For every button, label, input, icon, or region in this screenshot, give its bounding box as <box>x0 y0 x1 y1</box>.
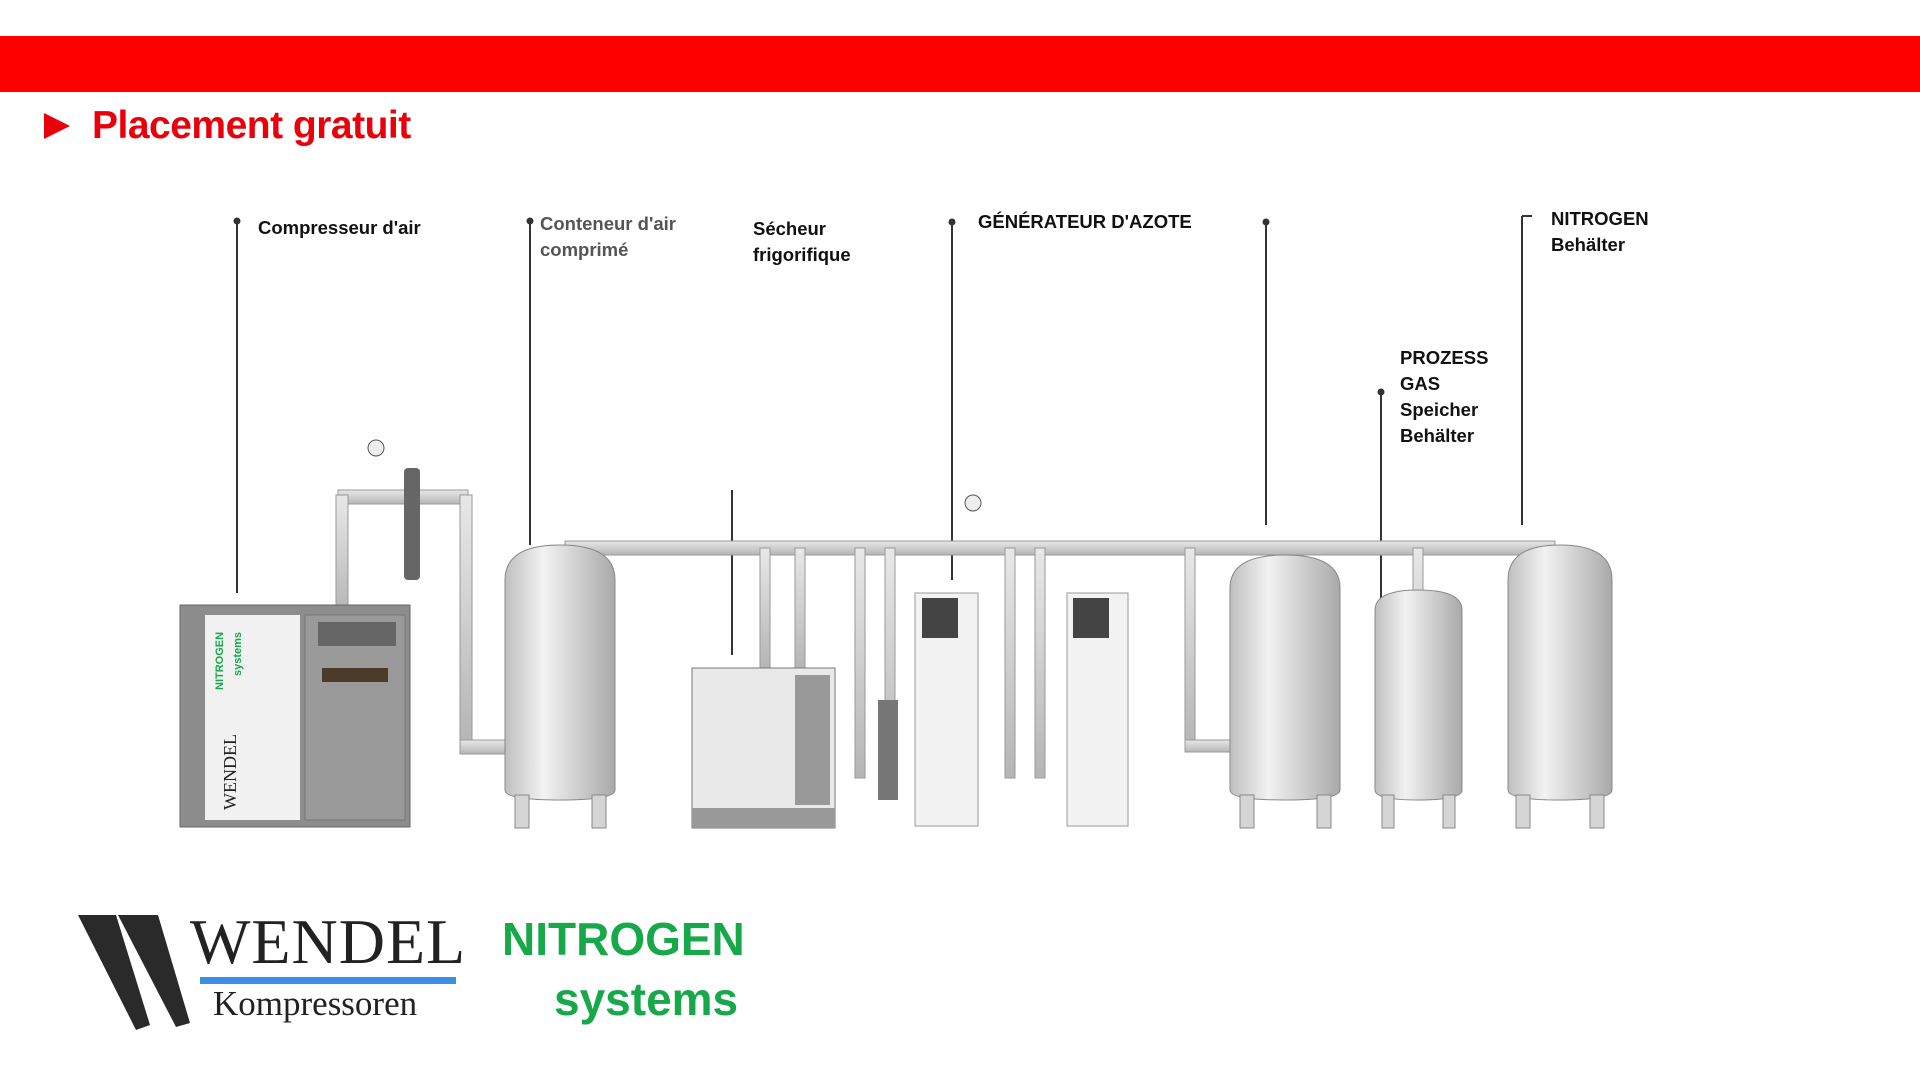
process-gas-tank <box>1374 589 1463 801</box>
svg-text:NITROGEN: NITROGEN <box>214 632 226 690</box>
wendel-w-logo-icon <box>78 915 190 1030</box>
filter-icon <box>404 468 420 580</box>
label-dryer: Sécheur frigorifique <box>753 218 851 265</box>
logo-subtitle: Kompressoren <box>213 984 418 1023</box>
air-receiver-tank <box>504 544 616 801</box>
callout-lines <box>233 215 1532 655</box>
triangle-bullet-icon <box>44 113 70 139</box>
filter-icon <box>878 700 898 800</box>
logo-nitrogen: NITROGEN <box>502 913 745 965</box>
logo-underline <box>200 977 456 984</box>
air-compressor: NITROGEN systems WENDEL <box>179 604 411 828</box>
label-air-tank: Conteneur d'air comprimé <box>540 213 676 260</box>
pressure-gauge-icon <box>964 494 982 512</box>
nitrogen-tank <box>1507 544 1613 801</box>
nitrogen-buffer-tank <box>1229 554 1341 801</box>
label-process-tank: PROZESS GAS Speicher Behälter <box>1400 347 1489 446</box>
page-title-text: Placement gratuit <box>92 104 411 147</box>
logo-brand: WENDEL <box>190 906 467 977</box>
pressure-gauge-icon <box>367 439 385 457</box>
nitrogen-generator <box>914 592 979 827</box>
nitrogen-generator <box>1066 592 1129 827</box>
label-generator: GÉNÉRATEUR D'AZOTE <box>978 211 1192 232</box>
svg-text:systems: systems <box>232 632 244 676</box>
page-title: Placement gratuit <box>44 104 411 148</box>
label-nitrogen-tank: NITROGEN Behälter <box>1551 208 1649 255</box>
svg-text:WENDEL: WENDEL <box>220 734 240 810</box>
label-compressor: Compresseur d'air <box>258 217 421 238</box>
logo-systems: systems <box>554 973 739 1025</box>
refrigerated-dryer <box>691 667 836 829</box>
header-red-bar <box>0 36 1920 92</box>
